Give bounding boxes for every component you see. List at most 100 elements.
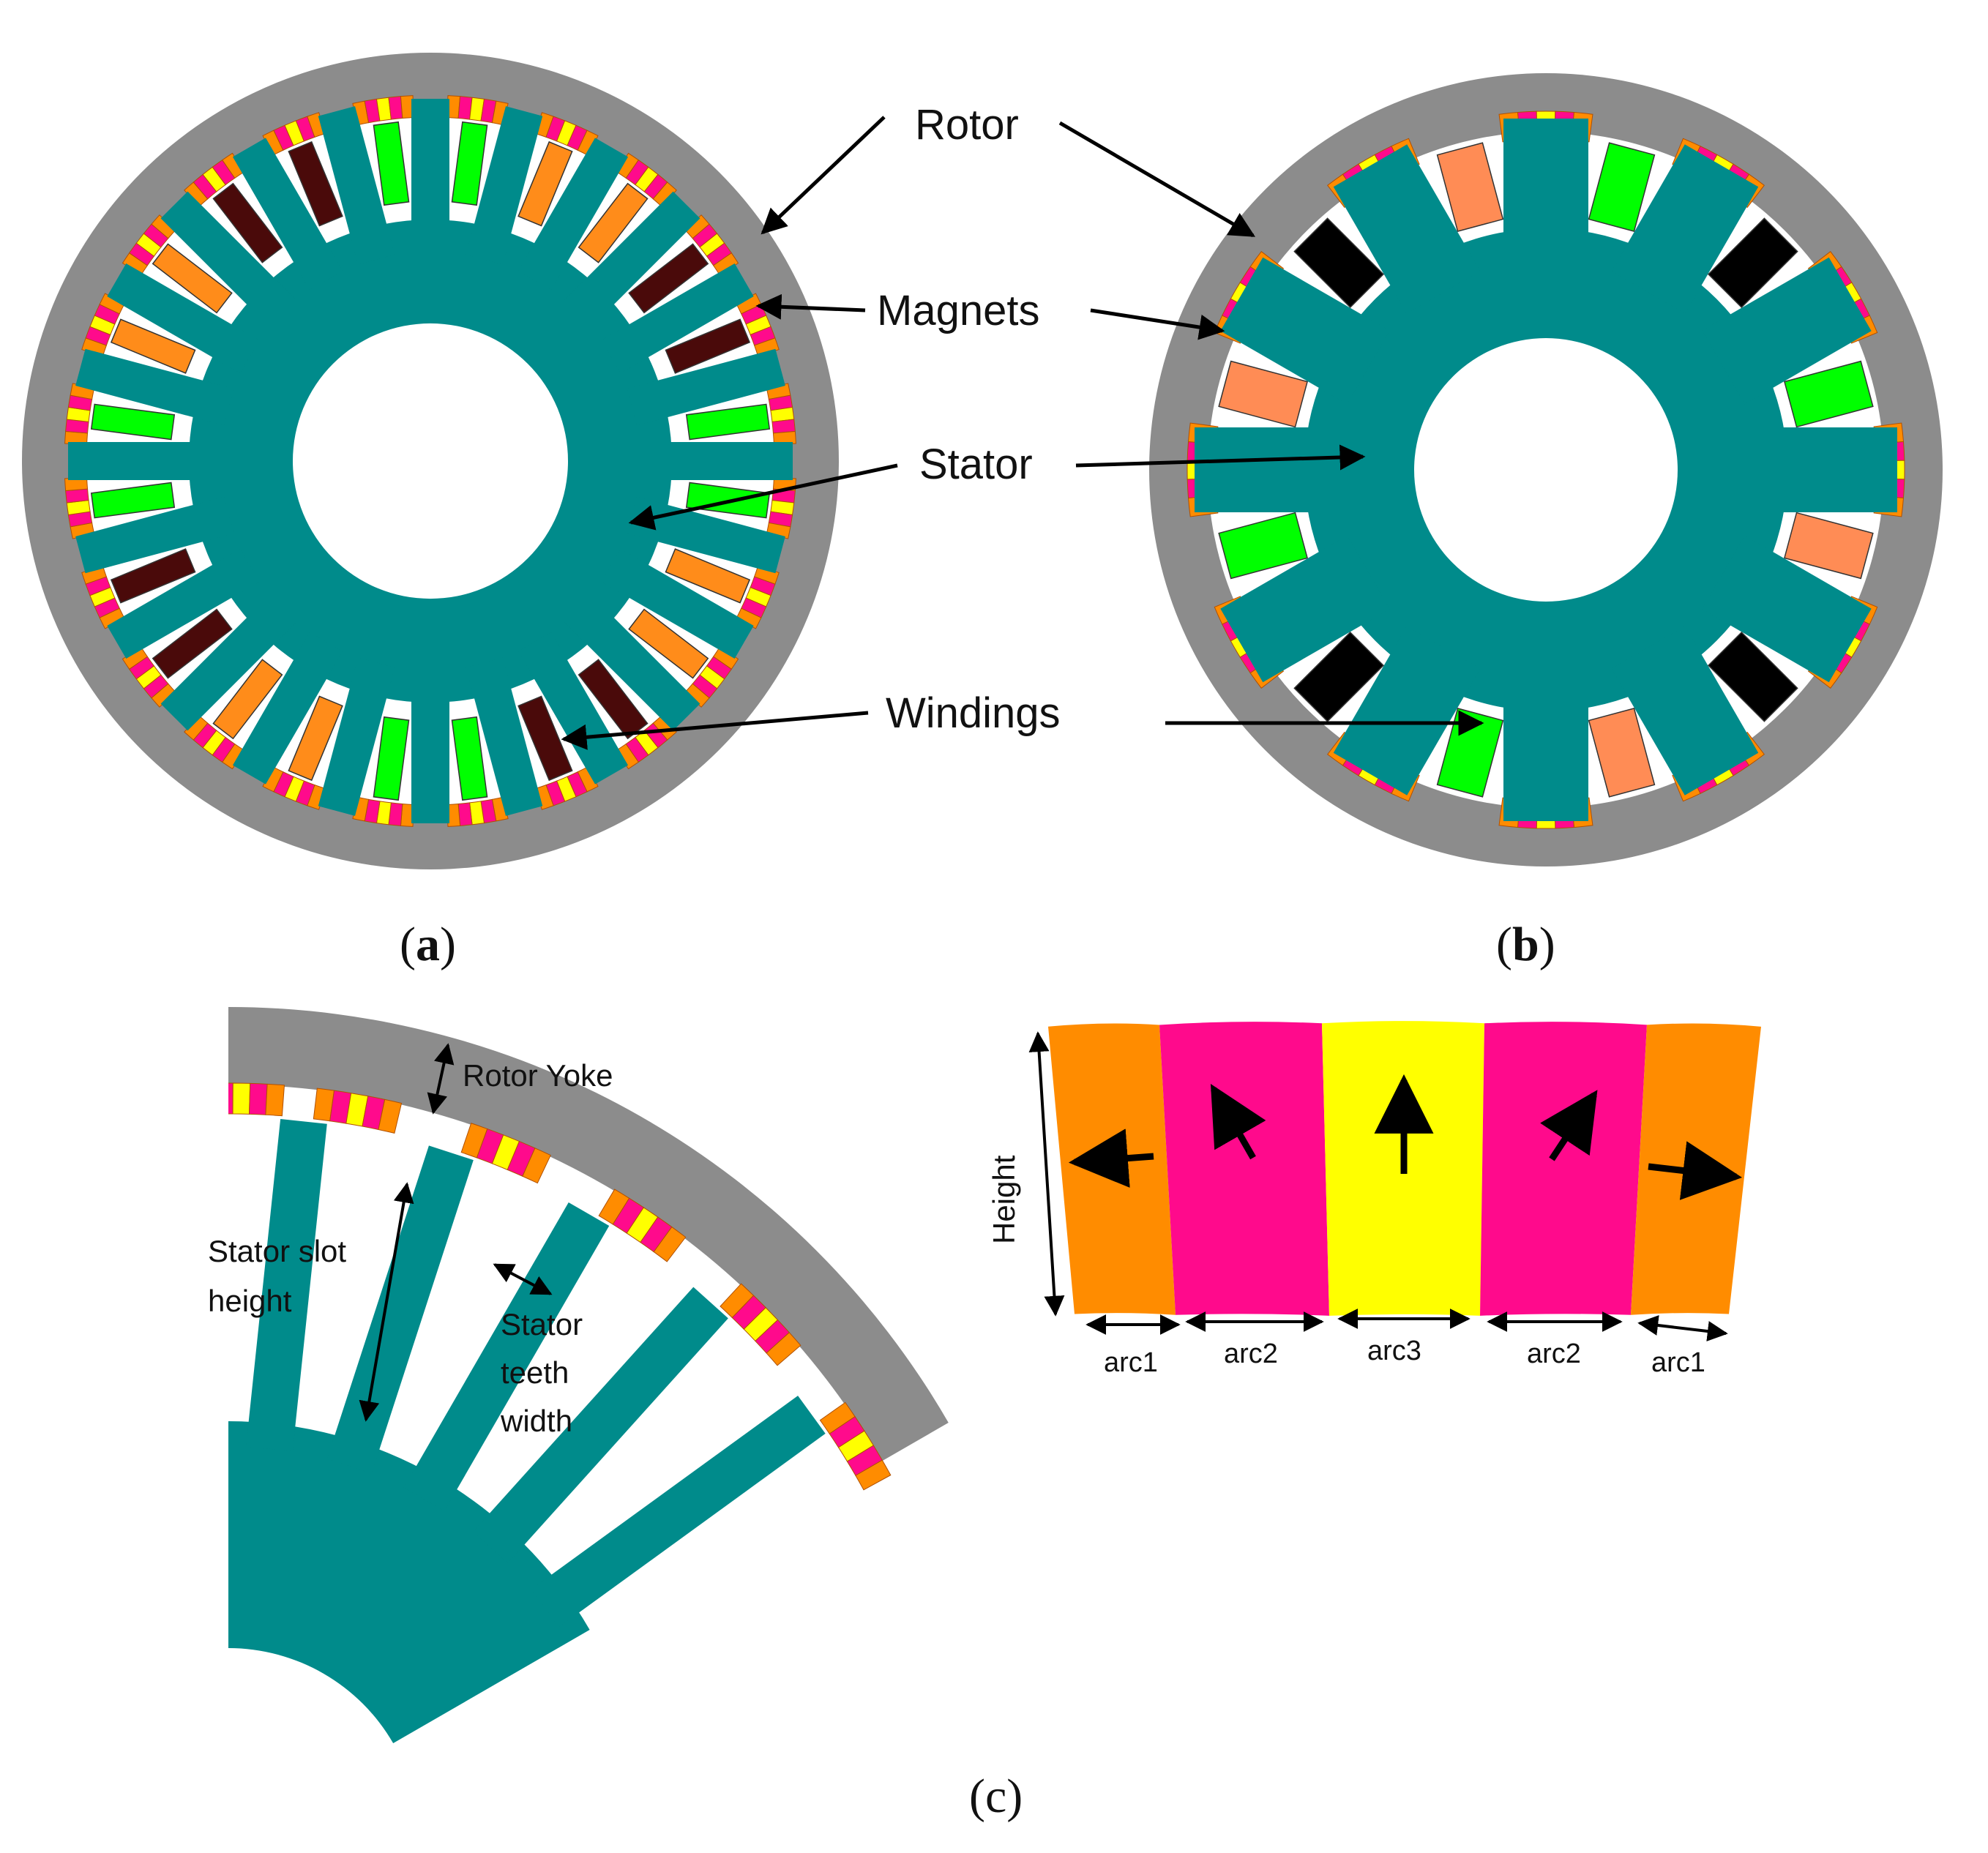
magnet-segment-c (248, 1082, 268, 1115)
winding-a (152, 243, 233, 314)
stator-teeth-width-label-2: teeth (501, 1355, 569, 1390)
arc3-label: arc3 (1367, 1336, 1421, 1366)
winding-a (90, 482, 176, 519)
stator-label: Stator (919, 441, 1033, 488)
stator-tooth-a (318, 657, 395, 816)
halbach-segment (1480, 1022, 1647, 1316)
rotor-label: Rotor (915, 101, 1019, 149)
winding-a (665, 548, 751, 604)
winding-a (373, 716, 410, 801)
stator-tooth-a (318, 106, 395, 265)
magnet-segment-a (457, 802, 473, 826)
magnet-segment-c (766, 1332, 801, 1366)
stator-tooth-a (68, 442, 222, 480)
stator-tooth-b (1195, 427, 1341, 512)
segment-body (228, 1007, 949, 1743)
magnets-arrow-b (1090, 308, 1225, 340)
stator-tooth-c (473, 1287, 728, 1563)
rotor-yoke-dimension (427, 1043, 455, 1115)
arc1-right-label: arc1 (1651, 1347, 1705, 1378)
stator-tooth-b (1333, 626, 1481, 796)
stator-yoke-a (189, 220, 672, 703)
winding-a (110, 318, 196, 374)
stator-teeth-width-label-1: Stator (501, 1307, 583, 1341)
magnet-segment-c (653, 1226, 687, 1262)
magnets-arrow-a (755, 293, 866, 320)
winding-a (685, 403, 771, 441)
rotor-yoke-label: Rotor Yoke (463, 1058, 613, 1093)
magnet-segment-c (232, 1082, 251, 1115)
height-label: Height (987, 1155, 1021, 1244)
stator-tooth-a (517, 138, 629, 291)
stator-tooth-c (246, 1119, 327, 1452)
winding-b (1293, 631, 1385, 722)
motor-a-cross-section (22, 53, 839, 869)
stator-tooth-a (601, 548, 754, 659)
winding-b (1218, 512, 1308, 580)
winding-a (578, 182, 649, 263)
magnetization-arrow (1648, 1141, 1743, 1200)
stator-tooth-a (160, 191, 296, 327)
stator-tooth-b (1611, 626, 1759, 796)
stator-tooth-b (1702, 257, 1872, 405)
panel-label-a: (a) (400, 918, 456, 971)
magnets-label: Magnets (877, 287, 1039, 334)
winding-a (451, 716, 488, 801)
winding-a (90, 403, 176, 441)
stator-tooth-b (1611, 144, 1759, 314)
winding-b (1588, 142, 1656, 232)
magnet-segment-c (265, 1083, 285, 1117)
stator-tooth-a (75, 496, 234, 574)
height-dimension (1028, 1031, 1065, 1317)
winding-a (212, 659, 283, 740)
winding-b (1707, 217, 1798, 309)
motor-segment-detail (0, 995, 949, 1853)
winding-a (451, 121, 488, 206)
stator-arrow-a (628, 463, 898, 531)
stator-tooth-a (232, 138, 343, 291)
winding-b (1784, 360, 1874, 428)
motor-b-cross-section (1149, 73, 1943, 866)
winding-a (373, 121, 410, 206)
stator-yoke-c (228, 1421, 590, 1743)
winding-a (288, 141, 343, 227)
stator-tooth-b (1220, 257, 1390, 405)
winding-a (517, 141, 573, 227)
rotor-arrow-a (761, 116, 886, 235)
rotor-arrow-b (1058, 121, 1256, 238)
winding-a (665, 318, 751, 374)
arc2-right-label: arc2 (1527, 1339, 1581, 1369)
stator-arrow-b (1075, 444, 1366, 471)
magnet-segment-a (388, 96, 403, 120)
stator-tooth-b (1333, 144, 1481, 314)
winding-a (152, 608, 233, 679)
winding-b (1588, 708, 1656, 798)
magnet-segment-a (65, 488, 89, 504)
panel-label-b: (b) (1496, 918, 1555, 971)
stator-tooth-b (1503, 675, 1588, 821)
magnet-segment-c (378, 1098, 403, 1134)
stator-tooth-a (466, 106, 543, 265)
halbach-magnet-detail (1048, 1021, 1761, 1316)
stator-tooth-a (466, 657, 543, 816)
stator-tooth-a (232, 632, 343, 785)
stator-yoke-b (1304, 228, 1787, 711)
winding-b (1707, 631, 1798, 722)
segment-annotations (359, 1043, 553, 1422)
windings-label: Windings (886, 689, 1061, 737)
halbach-segment (1048, 1023, 1176, 1315)
winding-b (1436, 142, 1504, 232)
stator-slot-height-label-2: height (208, 1284, 292, 1318)
stator-teeth-width-label-3: width (500, 1404, 572, 1438)
winding-a (110, 548, 196, 604)
winding-b (1218, 360, 1308, 428)
winding-a (628, 243, 709, 314)
stator-tooth-a (564, 191, 700, 327)
teeth-width-dimension (493, 1263, 553, 1295)
panel-label-c: (c) (969, 1770, 1023, 1823)
windings-arrow-a (561, 711, 869, 750)
magnet-segment-c (522, 1148, 551, 1184)
magnet-segment-a (771, 419, 796, 434)
halbach-segment (1159, 1022, 1329, 1316)
